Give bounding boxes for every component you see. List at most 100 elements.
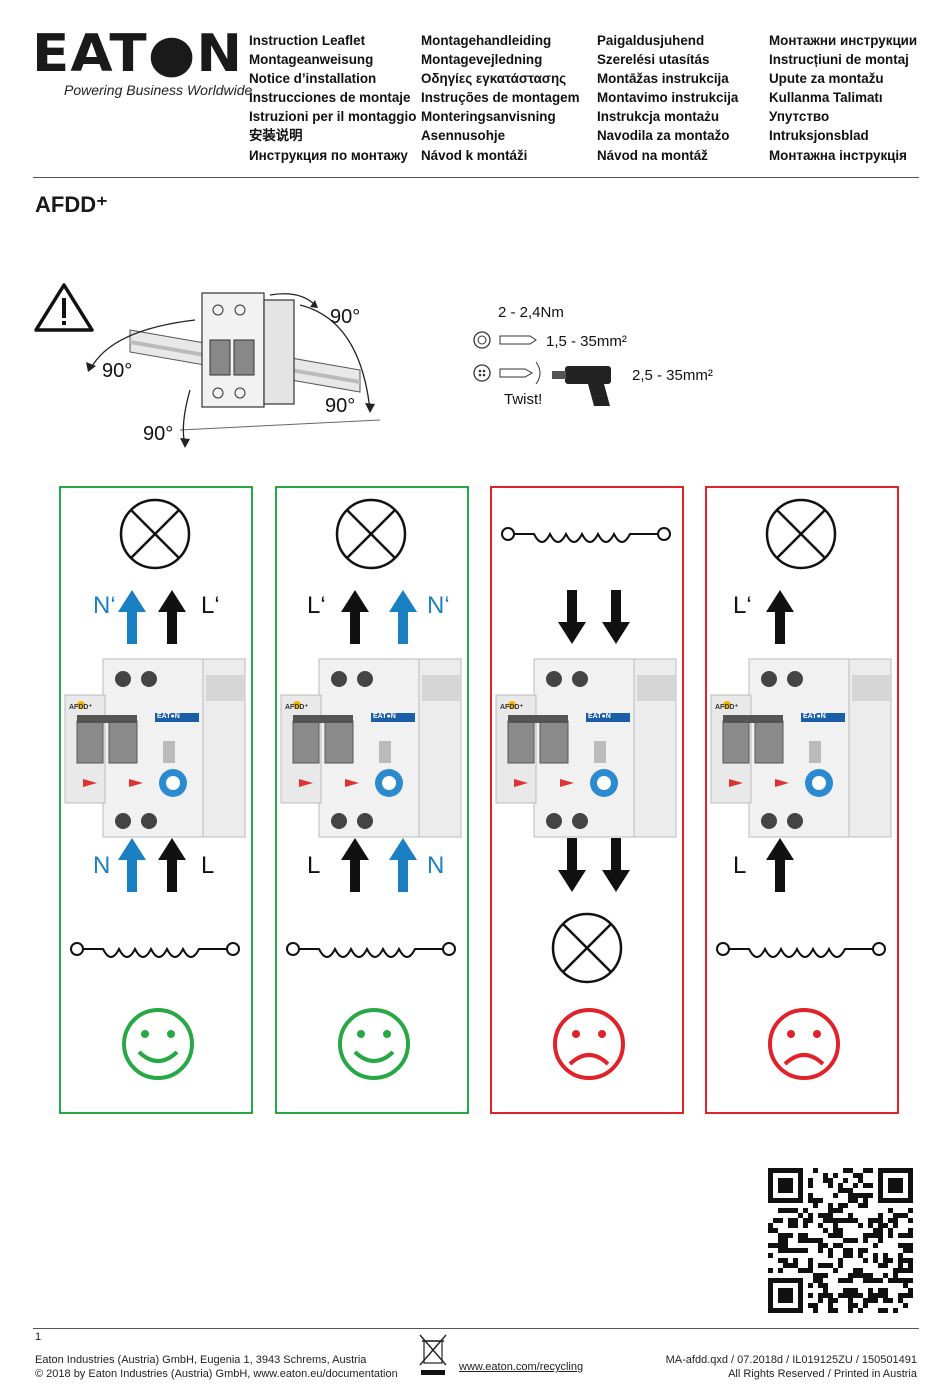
terminal-label: L bbox=[733, 852, 747, 879]
lang-title: Упутство bbox=[769, 109, 830, 125]
device-model-label: AFDD⁺ bbox=[500, 704, 524, 711]
afdd-device-image: AFDD⁺ EAT●N bbox=[63, 655, 249, 845]
brand-tagline: Powering Business Worldwide bbox=[64, 82, 253, 98]
lang-title: Οδηγίες εγκατάστασης bbox=[421, 71, 567, 87]
lang-title: Monteringsanvisning bbox=[421, 109, 556, 125]
terminal-label: L bbox=[201, 852, 215, 879]
lang-title: Szerelési utasítás bbox=[597, 52, 710, 68]
wiring-panel-wrong-2: L‘ L bbox=[705, 486, 899, 1114]
arrow-down-black-icon bbox=[558, 838, 586, 892]
afdd-device-image: AFDD⁺ EAT●N bbox=[494, 655, 680, 845]
mounting-orientation-diagram: 90° 90° 90° 90° bbox=[34, 283, 381, 448]
lang-title: Kullanma Talimatı bbox=[769, 90, 883, 106]
device-model-label: AFDD⁺ bbox=[285, 704, 309, 711]
terminal-label: L‘ bbox=[201, 592, 220, 619]
lang-title: Инструкция по монтажу bbox=[249, 147, 408, 163]
breaker-sketch-icon bbox=[201, 292, 295, 408]
angle-label-left: 90° bbox=[102, 360, 132, 382]
warning-icon bbox=[34, 283, 94, 332]
wiring-panel-correct-2: L‘ N‘ L N bbox=[275, 486, 469, 1114]
lang-title: Instrucciones de montaje bbox=[249, 90, 411, 106]
lamp-icon bbox=[551, 912, 623, 984]
qr-code bbox=[768, 1168, 913, 1313]
lang-title: Монтажна інструкція bbox=[769, 147, 907, 163]
afdd-device-image: AFDD⁺ EAT●N bbox=[279, 655, 465, 845]
afdd-device-image: AFDD⁺ EAT●N bbox=[709, 655, 895, 845]
lang-title: Montagehandleiding bbox=[421, 33, 552, 48]
footer-divider bbox=[33, 1328, 919, 1329]
angle-label-bottom: 90° bbox=[143, 423, 173, 445]
recycling-link[interactable]: www.eaton.com/recycling bbox=[459, 1361, 584, 1373]
lang-title: Upute za montažu bbox=[769, 71, 884, 87]
stranded-conductor-icon bbox=[473, 361, 541, 385]
footer-copyright: © 2018 by Eaton Industries (Austria) Gmb… bbox=[35, 1368, 398, 1380]
arrow-up-blue-icon bbox=[118, 838, 146, 892]
arrow-up-blue-icon bbox=[118, 590, 146, 644]
device-brand-label: EAT●N bbox=[157, 713, 180, 720]
eaton-logo: EAT●N bbox=[32, 24, 244, 84]
arrow-up-black-icon bbox=[341, 838, 369, 892]
lang-title: Navodila za montažo bbox=[597, 128, 730, 144]
arrow-up-black-icon bbox=[766, 590, 794, 644]
terminal-label: N bbox=[93, 852, 111, 879]
lang-title: Монтажни инструкции bbox=[769, 33, 918, 48]
terminal-label: L‘ bbox=[733, 592, 752, 619]
footer-docref: MA-afdd.qxd / 07.2018d / IL019125ZU / 15… bbox=[665, 1354, 917, 1366]
arrow-down-black-icon bbox=[558, 590, 586, 644]
wiring-panel-wrong-1 bbox=[490, 486, 684, 1114]
language-column-4: Монтажни инструкции Instrucțiuni de mont… bbox=[769, 31, 917, 165]
footer-rights: All Rights Reserved / Printed in Austria bbox=[728, 1368, 917, 1380]
angle-label-right: 90° bbox=[325, 395, 355, 417]
lang-title: Instruções de montagem bbox=[421, 90, 580, 106]
terminal-label: L bbox=[307, 852, 321, 879]
stranded-conductor-spec: 2,5 - 35mm² bbox=[632, 367, 713, 384]
lang-title: Intruksjonsblad bbox=[769, 128, 869, 144]
arrow-down-black-icon bbox=[602, 838, 630, 892]
footer-address: Eaton Industries (Austria) GmbH, Eugenia… bbox=[35, 1354, 367, 1366]
load-coil-icon bbox=[501, 527, 671, 543]
lang-title: Instruction Leaflet bbox=[249, 33, 366, 48]
lang-title: Istruzioni per il montaggio bbox=[249, 109, 417, 125]
lang-title: Notice d’installation bbox=[249, 71, 377, 87]
device-model-label: AFDD⁺ bbox=[69, 704, 93, 711]
arrow-down-black-icon bbox=[602, 590, 630, 644]
terminal-label: N‘ bbox=[427, 592, 450, 619]
footer-address-block: Eaton Industries (Austria) GmbH, Eugenia… bbox=[35, 1353, 398, 1381]
footer-docref-block: MA-afdd.qxd / 07.2018d / IL019125ZU / 15… bbox=[666, 1353, 917, 1381]
solid-conductor-spec: 1,5 - 35mm² bbox=[546, 333, 627, 350]
terminal-label: L‘ bbox=[307, 592, 326, 619]
lamp-icon bbox=[335, 498, 407, 570]
product-title: AFDD⁺ bbox=[35, 192, 108, 217]
arrow-up-black-icon bbox=[158, 838, 186, 892]
lang-title: Asennusohje bbox=[421, 128, 506, 144]
angle-label-top: 90° bbox=[330, 306, 360, 328]
lang-title: Montagevejledning bbox=[421, 52, 543, 68]
lang-title: Montāžas instrukcija bbox=[597, 71, 729, 87]
solid-conductor-icon bbox=[473, 331, 537, 349]
twist-note: Twist! bbox=[504, 391, 542, 408]
smiley-happy-icon bbox=[122, 1008, 194, 1080]
device-model-label: AFDD⁺ bbox=[715, 704, 739, 711]
arrow-up-blue-icon bbox=[389, 590, 417, 644]
lang-title: Paigaldusjuhend bbox=[597, 33, 705, 48]
page-number: 1 bbox=[35, 1331, 42, 1343]
drill-icon bbox=[552, 366, 611, 406]
lang-title: Montageanweisung bbox=[249, 52, 374, 68]
terminal-label: N bbox=[427, 852, 445, 879]
connection-specs: 2 - 2,4Nm 1,5 - 35mm² 2,5 - 35mm² Twist! bbox=[473, 304, 713, 408]
lang-title: Návod na montáž bbox=[597, 147, 708, 163]
device-brand-label: EAT●N bbox=[373, 713, 396, 720]
arrow-up-black-icon bbox=[158, 590, 186, 644]
smiley-sad-icon bbox=[768, 1008, 840, 1080]
language-column-2: Montagehandleiding Montagevejledning Οδη… bbox=[421, 31, 580, 165]
load-coil-icon bbox=[716, 942, 886, 958]
load-coil-icon bbox=[70, 942, 240, 958]
header-divider bbox=[33, 177, 919, 178]
device-brand-label: EAT●N bbox=[803, 713, 826, 720]
arrow-up-blue-icon bbox=[389, 838, 417, 892]
lang-title: 安装说明 bbox=[249, 128, 303, 144]
lang-title: Návod k montáži bbox=[421, 147, 528, 163]
lamp-icon bbox=[119, 498, 191, 570]
device-brand-label: EAT●N bbox=[588, 713, 611, 720]
terminal-label: N‘ bbox=[93, 592, 116, 619]
